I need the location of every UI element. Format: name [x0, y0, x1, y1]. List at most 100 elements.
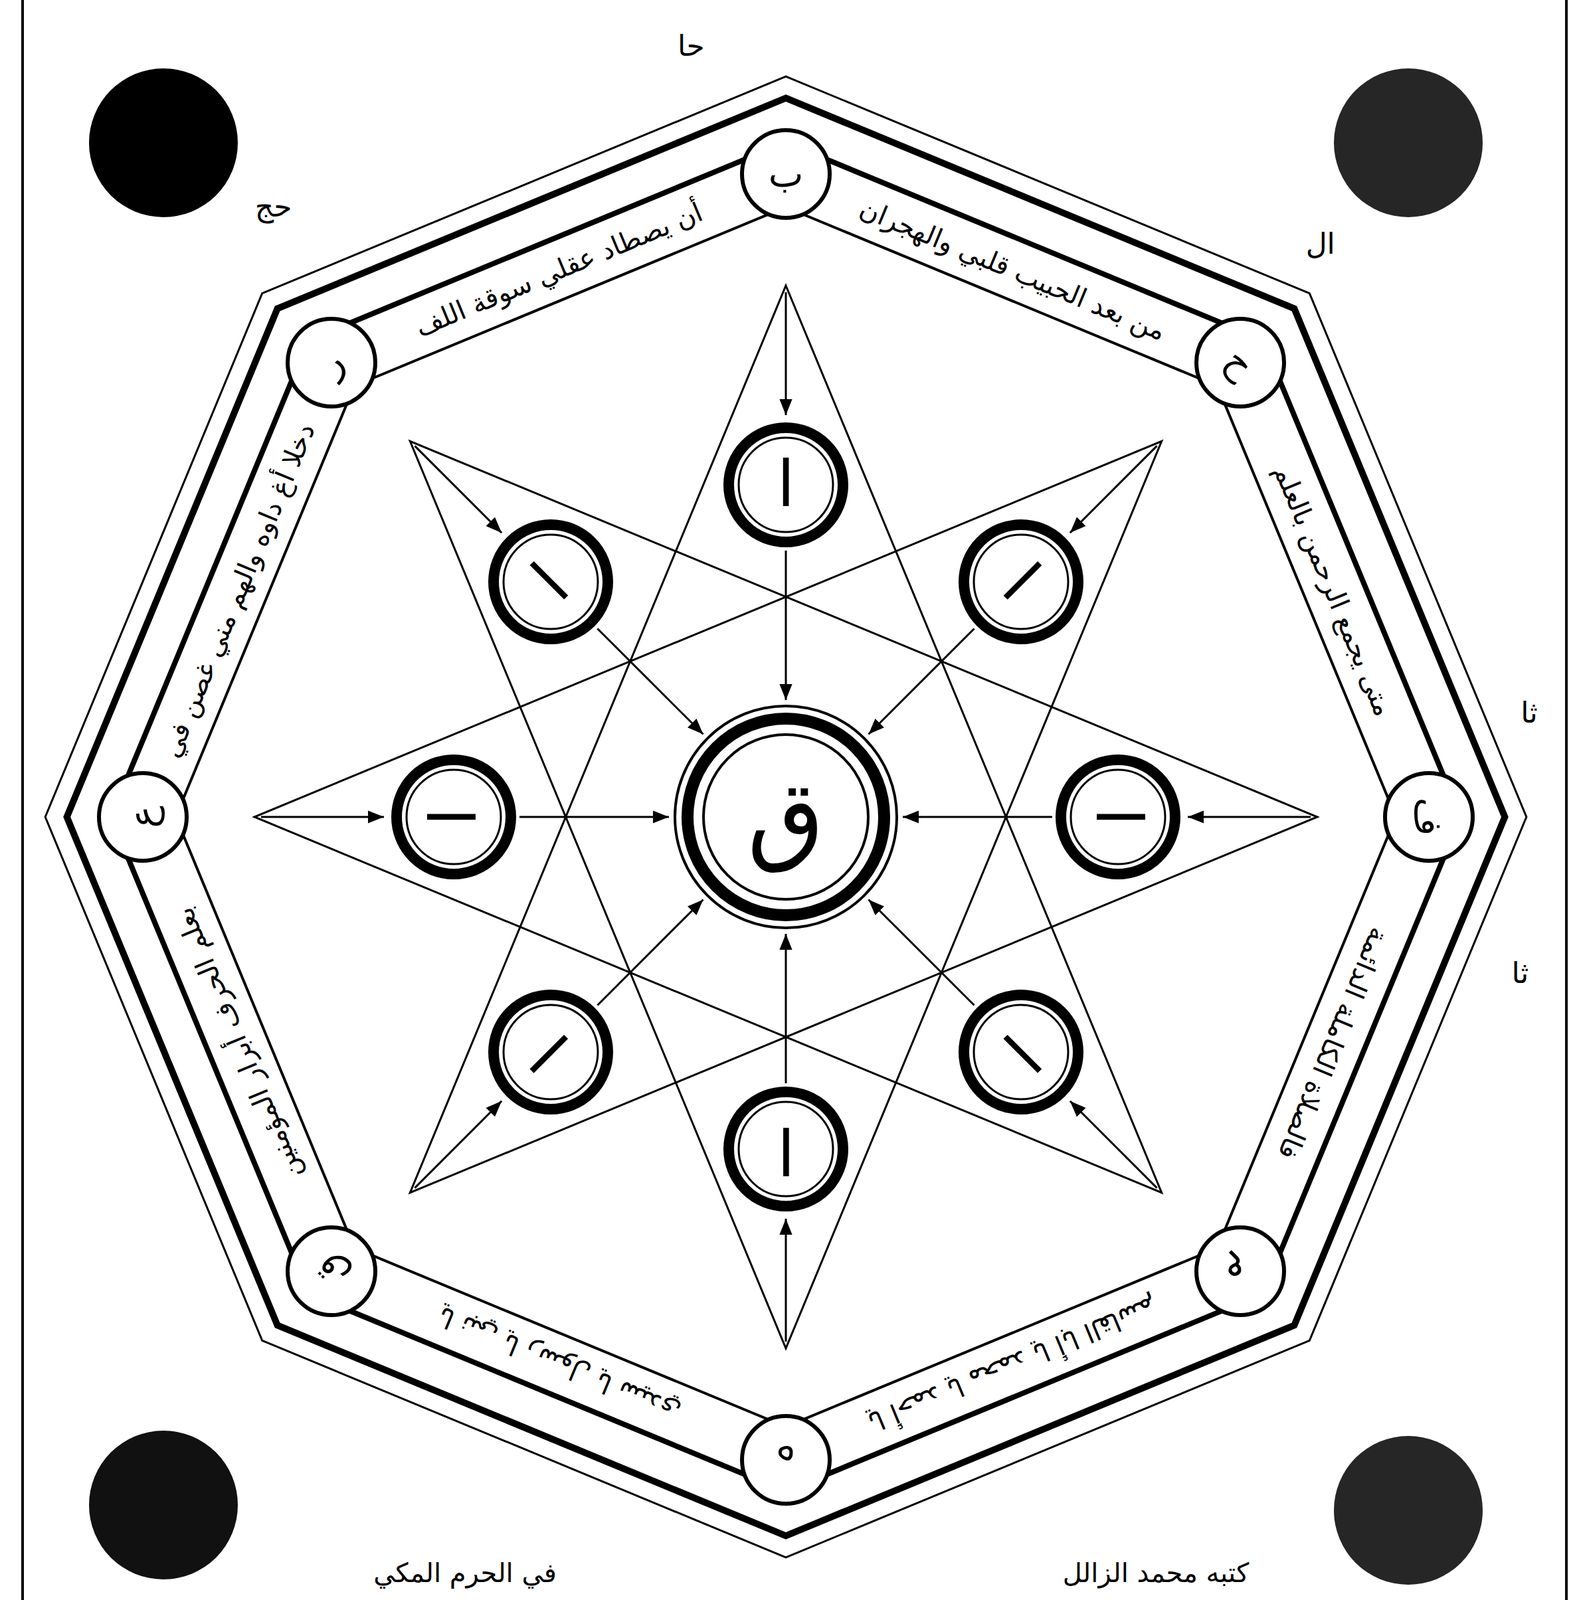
ring — [503, 534, 598, 630]
star-circle: ا — [487, 989, 614, 1116]
inscription-text: من بعد الحبيب قلبي والهجران — [855, 193, 1170, 347]
letter: ا — [1082, 808, 1154, 827]
star-tip-arrow — [785, 1218, 788, 1342]
ring — [963, 995, 1079, 1110]
ring — [674, 706, 897, 929]
flow-arrow — [902, 816, 1053, 819]
star-circle: ا — [1054, 753, 1182, 881]
letter: ه — [775, 1439, 796, 1481]
vertex-circle: ح — [1193, 316, 1287, 410]
corner-disc — [1333, 1436, 1483, 1585]
star-circle: ا — [487, 518, 614, 646]
center-circle: ق — [672, 704, 899, 930]
ring — [738, 437, 834, 533]
ring — [1196, 1227, 1285, 1316]
corner-disc — [1333, 68, 1483, 218]
ring — [493, 995, 608, 1110]
star-tip-arrow — [1187, 816, 1311, 819]
inscription-text: أن يصطاد عقلي سوقة اللف — [411, 197, 707, 343]
page-border — [21, 0, 24, 1600]
star-tip-arrow — [414, 1101, 502, 1189]
ring — [703, 734, 869, 900]
flow-arrow — [785, 550, 788, 701]
inscription-text: بعلم الحرف أبرار المؤمنين — [168, 903, 308, 1184]
ring — [98, 773, 187, 861]
frame-glyph: ثا — [1507, 955, 1533, 991]
flow-arrow — [868, 628, 974, 735]
star-circle: ا — [390, 753, 517, 881]
vertex-circle: ف — [1382, 770, 1476, 864]
ring — [687, 718, 885, 916]
ring — [493, 524, 608, 640]
letter: ع — [122, 805, 164, 828]
ring — [396, 759, 511, 875]
ring — [973, 1005, 1069, 1100]
letter: ق — [747, 762, 825, 873]
flow-arrow — [519, 816, 669, 819]
inscription-band: أن يصطاد عقلي سوقة اللف — [318, 144, 798, 392]
vertex-circle: ب — [739, 127, 833, 221]
flow-arrow — [597, 628, 703, 735]
corner-disc — [89, 1430, 238, 1580]
ring — [406, 769, 501, 865]
letter: ا — [777, 449, 796, 521]
inscription-band: من بعد الحبيب قلبي والهجران — [773, 144, 1253, 392]
vertex-circle: ع — [96, 770, 190, 864]
frame-glyph: حج — [251, 189, 297, 224]
frame-glyph: حا — [673, 28, 709, 64]
ring — [1070, 769, 1166, 865]
ring — [728, 427, 843, 543]
vertex-circle: ق — [284, 1224, 378, 1318]
star-circle: ا — [722, 421, 849, 549]
inscription-band: يا أحمد يا محمد يا أبا القاسم — [773, 1242, 1253, 1490]
outer-frame — [67, 98, 1506, 1537]
scribe-note: كتبه محمد الزالل — [1058, 1557, 1253, 1589]
ring — [742, 1416, 830, 1504]
star-tip-arrow — [414, 445, 502, 533]
outer-frame-line — [45, 76, 1527, 1558]
letter: ب — [768, 153, 804, 195]
eight-point-star — [254, 285, 1318, 1349]
star-tip-arrow — [1070, 445, 1158, 533]
inscription-band: دخلا أغ داوه والهم مني غصن في — [113, 350, 361, 830]
ring — [287, 1227, 376, 1316]
flow-arrow — [785, 933, 788, 1084]
ring — [963, 524, 1079, 640]
star-tip-arrow — [785, 292, 788, 416]
star-tip-arrow — [261, 816, 384, 819]
inscription-band: بعلم الحرف أبرار المؤمنين — [113, 805, 361, 1285]
ring — [1385, 773, 1473, 861]
star-circle: ا — [957, 518, 1085, 646]
inscription-text: متى يجمع الرحمن بالعلم — [1268, 460, 1399, 721]
vertex-circle: م — [1193, 1224, 1287, 1318]
inscription-band: يا نبي يا رسول يا سيدي — [318, 1242, 798, 1490]
ring — [503, 1005, 598, 1100]
frame-glyph: ثا — [1516, 695, 1542, 731]
star-circle: ا — [957, 989, 1085, 1116]
star-tip-arrow — [1070, 1101, 1158, 1189]
scribe-note: في الحرم المكي — [369, 1557, 561, 1589]
ring — [1060, 759, 1176, 875]
inscription-text: دخلا أغ داوه والهم مني غصن في — [156, 419, 321, 762]
corner-disc — [89, 68, 238, 218]
inscription-text: يا أحمد يا محمد يا أبا القاسم — [863, 1292, 1162, 1439]
inscription-text: يا نبي يا رسول يا سيدي — [433, 1301, 685, 1428]
ring — [1196, 318, 1285, 407]
ring — [973, 534, 1069, 630]
inscription-band: متى يجمع الرحمن بالعلم — [1210, 350, 1459, 830]
flow-arrow — [597, 899, 703, 1006]
inscription-band: فالصلاة الكاملة الدائمة — [1210, 805, 1459, 1285]
letter: ا — [777, 1114, 796, 1185]
flow-arrow — [868, 899, 974, 1006]
ring — [738, 1102, 834, 1197]
letter: ف — [1408, 797, 1450, 837]
page-border — [1565, 0, 1568, 1600]
frame-glyph: ال — [1302, 226, 1340, 262]
ring — [728, 1092, 843, 1207]
letter: ا — [418, 808, 489, 827]
ring — [742, 130, 830, 218]
inscription-text: فالصلاة الكاملة الدائمة — [1272, 924, 1395, 1165]
vertex-circle: ر — [284, 316, 378, 410]
